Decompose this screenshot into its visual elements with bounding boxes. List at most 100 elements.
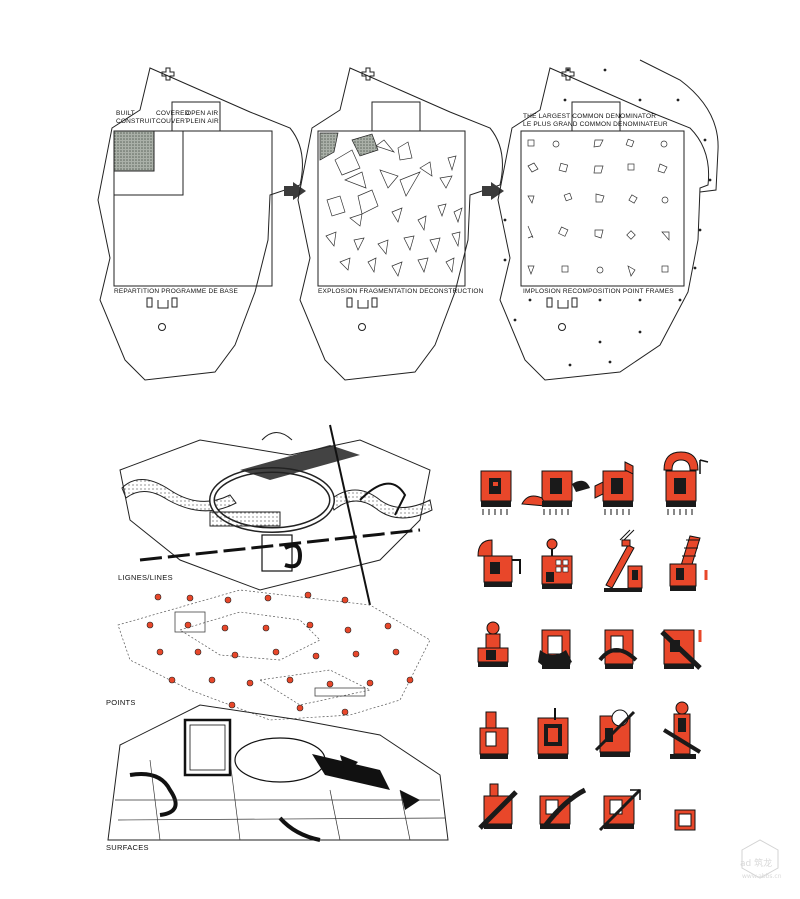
entry-mark-1b	[171, 297, 178, 308]
arrow-2-icon	[482, 182, 504, 200]
canal-axis	[139, 528, 421, 562]
points-gallery-outline	[259, 669, 372, 706]
folly-r5c2	[539, 787, 587, 829]
surface-square	[183, 718, 232, 777]
points-bar	[314, 687, 366, 697]
folly-points	[146, 591, 414, 716]
lines-layer	[119, 424, 433, 606]
folly-r4c4	[662, 701, 702, 759]
folly-r1c3	[594, 461, 634, 515]
site-outline-2	[297, 67, 503, 381]
label-surfaces: SURFACES	[106, 843, 149, 852]
title-panel-3-en: THE LARGEST COMMON DENOMINATOR	[523, 113, 656, 120]
entry-mark-2c	[357, 300, 369, 309]
label-open-air: OPEN AIR	[186, 110, 218, 117]
folly-grid	[477, 451, 709, 832]
folly-r3c4	[660, 629, 702, 670]
entry-mark-3a	[546, 297, 553, 308]
points-layer	[117, 589, 431, 721]
folly-r1c1	[480, 470, 512, 515]
folly-r5c1	[478, 783, 518, 830]
entry-mark-1c	[157, 300, 169, 309]
folly-r2c3	[604, 529, 643, 592]
gallery-block	[209, 511, 281, 527]
folly-r2c1	[477, 539, 521, 587]
label-built: BUILT	[116, 110, 135, 117]
folly-r2c4	[669, 535, 708, 591]
ribbon-loop	[359, 482, 407, 516]
title-panel-3-fr: LE PLUS GRAND COMMON DENOMINATEUR	[523, 121, 668, 128]
surfaces-layer-outline	[107, 704, 449, 841]
exploded-axonometric: LIGNES/LINES POINTS SURFACES	[106, 424, 449, 852]
covered-walk	[240, 445, 360, 480]
entry-mark-3c	[557, 300, 569, 309]
grid-dots-outside	[503, 68, 712, 367]
surface-circle	[234, 737, 326, 783]
cross-marker-3	[561, 67, 575, 81]
label-couvert: COUVERT	[156, 118, 189, 125]
surface-triangle-2	[400, 790, 420, 810]
caption-panel-2: EXPLOSION FRAGMENTATION DECONSTRUCTION	[318, 288, 484, 295]
fragment-hatched-1	[319, 132, 339, 161]
caption-panel-1: REPARTITION PROGRAMME DE BASE	[114, 288, 238, 295]
program-square-3	[520, 130, 685, 287]
folly-r4c3	[594, 709, 636, 757]
label-points: POINTS	[106, 698, 136, 707]
site-outline-3	[497, 67, 710, 381]
program-square-2	[317, 130, 466, 287]
point-frames-grid	[527, 138, 670, 277]
entry-mark-3b	[571, 297, 578, 308]
points-inner-outline	[179, 611, 321, 661]
folly-r5c4	[674, 809, 696, 831]
north-block-3	[571, 101, 621, 132]
panel-1-repartition: BUILT CONSTRUIT COVERED COUVERT OPEN AIR…	[97, 67, 303, 381]
surface-curve-south	[278, 816, 321, 842]
built-edge	[114, 131, 155, 172]
points-block	[174, 611, 206, 633]
canopy-wave-west	[121, 479, 237, 512]
cross-marker-1	[161, 67, 175, 81]
lines-layer-outline	[119, 439, 431, 591]
watermark-url: www.abbs.cn	[742, 873, 782, 880]
entry-mark-2a	[346, 297, 353, 308]
circle-mark-3	[558, 323, 566, 331]
circle-mark-2	[358, 323, 366, 331]
folly-r5c3	[598, 788, 642, 832]
folly-r3c2	[538, 629, 572, 669]
folly-r3c1	[477, 621, 509, 667]
watermark-logo: ad 筑龙	[740, 857, 772, 869]
label-covered: COVERED	[156, 110, 190, 117]
fragments	[325, 139, 463, 277]
surface-triangle	[340, 755, 358, 775]
surfaces-layer	[107, 704, 449, 842]
north-block-1	[171, 101, 221, 132]
caption-panel-3: IMPLOSION RECOMPOSITION POINT FRAMES	[523, 288, 674, 295]
points-layer-outline	[117, 589, 431, 721]
surface-wedge	[312, 754, 390, 790]
site-outline-1	[97, 67, 303, 381]
panel-3-implosion: THE LARGEST COMMON DENOMINATOR LE PLUS G…	[497, 59, 719, 381]
folly-r4c2	[537, 708, 569, 759]
north-south-axis	[329, 424, 371, 606]
folly-r1c2	[521, 470, 590, 515]
watermark: ad 筑龙 www.abbs.cn	[740, 839, 782, 880]
entry-mark-2b	[371, 297, 378, 308]
label-construit: CONSTRUIT	[116, 118, 156, 125]
cross-marker-2	[361, 67, 375, 81]
arrow-1-icon	[284, 182, 306, 200]
panel-2-explosion: EXPLOSION FRAGMENTATION DECONSTRUCTION	[297, 67, 503, 381]
folly-r4c1	[479, 711, 509, 759]
site-outline-3-east	[639, 59, 719, 193]
north-block-2	[371, 101, 421, 132]
label-plein-air: PLEIN AIR	[186, 118, 219, 125]
entry-mark-1a	[146, 297, 153, 308]
label-lines: LIGNES/LINES	[118, 573, 173, 582]
covered-edge	[114, 131, 184, 196]
folly-r1c4	[663, 451, 709, 515]
folly-r2c2	[541, 538, 573, 589]
surface-curve-west	[129, 772, 178, 817]
folly-r3c3	[598, 629, 638, 669]
surface-grid	[115, 759, 446, 841]
circle-mark-1	[158, 323, 166, 331]
